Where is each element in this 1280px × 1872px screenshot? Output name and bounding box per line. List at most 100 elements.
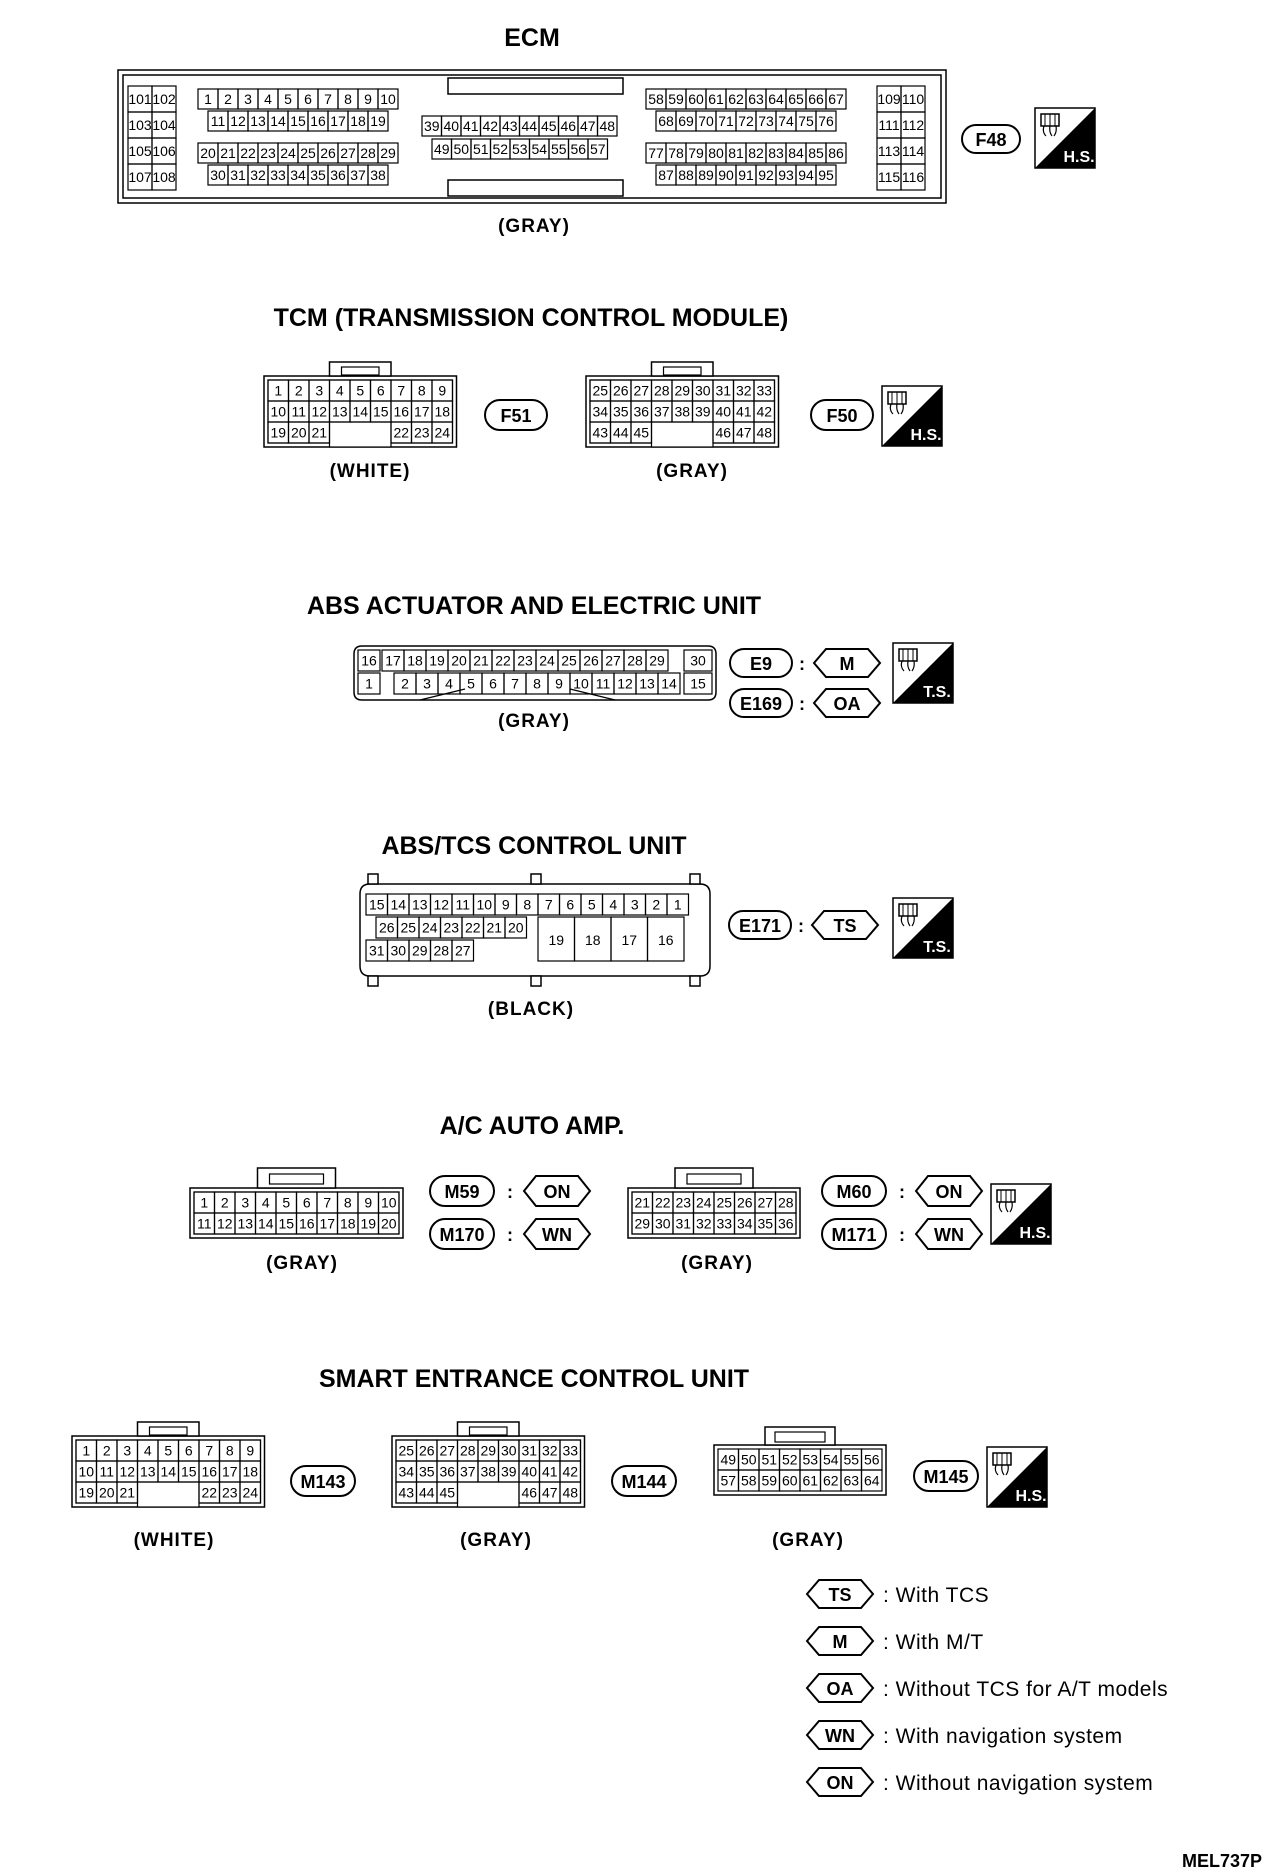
pin-number: 8	[533, 676, 541, 692]
pin-number: 19	[429, 653, 445, 669]
pin-cavity: 34	[395, 1460, 418, 1483]
pin-cavity: 19	[75, 1481, 98, 1504]
pin-number: 22	[465, 920, 481, 936]
ecm-color: (GRAY)	[498, 216, 570, 237]
pin-cavity: 26	[609, 379, 632, 402]
pin-cavity: 24	[239, 1481, 262, 1504]
pin-cavity: 30	[497, 1439, 520, 1462]
pin-number: 101	[128, 91, 152, 107]
pin-number: 18	[340, 1216, 356, 1232]
connector-code: M170	[439, 1225, 484, 1245]
pin-cavity: 34	[589, 400, 612, 423]
pin-number: 7	[324, 91, 332, 107]
pin-number: 53	[512, 141, 528, 157]
svg-text:F50: F50	[826, 406, 857, 426]
pin-number: 48	[756, 425, 772, 441]
condition-tag: WN	[934, 1225, 964, 1245]
pin-number: 27	[455, 943, 471, 959]
pin-cavity: 64	[860, 1469, 883, 1492]
pin-cavity: 115	[876, 163, 902, 191]
pin-cavity: 7	[537, 893, 561, 916]
pin-number: 8	[523, 897, 531, 913]
pin-number: 88	[678, 167, 694, 183]
pin-cavity: 107	[127, 163, 153, 191]
pin-cavity: 6	[295, 1191, 318, 1214]
pin-cavity: 30	[207, 164, 229, 186]
pin-cavity: 24	[418, 916, 442, 939]
pin-number: 20	[99, 1485, 115, 1501]
pin-number: 32	[542, 1443, 558, 1459]
pin-cavity: 13	[234, 1212, 257, 1235]
pin-cavity: 10	[267, 400, 290, 423]
pin-cavity: 49	[431, 138, 453, 160]
connector-code: E169	[740, 694, 782, 714]
pin-number: 57	[590, 141, 606, 157]
pin-number: 28	[627, 653, 643, 669]
pin-cavity: 19	[357, 1212, 380, 1235]
pin-number: 30	[501, 1443, 517, 1459]
pin-cavity: 21	[217, 142, 239, 164]
connector-code: M60	[836, 1182, 871, 1202]
pin-cavity: 68	[655, 110, 677, 132]
pin-cavity: 46	[518, 1481, 541, 1504]
pin-number: 82	[748, 145, 764, 161]
pin-number: 110	[902, 91, 925, 107]
pin-cavity: 43	[499, 115, 521, 137]
pin-number: 46	[521, 1485, 537, 1501]
pin-cavity: 33	[559, 1439, 582, 1462]
svg-text:F51: F51	[500, 406, 531, 426]
pin-number: 2	[295, 383, 303, 399]
pin-number: 62	[728, 91, 744, 107]
pin-cavity: 46	[557, 115, 579, 137]
pin-cavity: 30	[386, 939, 410, 962]
pin-cavity: 4	[328, 379, 351, 402]
pin-number: 16	[299, 1216, 315, 1232]
pin-cavity: 88	[675, 164, 697, 186]
pin-number: 14	[258, 1216, 274, 1232]
pin-cavity: 36	[436, 1460, 459, 1483]
svg-text:E171: E171	[739, 916, 781, 936]
pin-number: 85	[808, 145, 824, 161]
pin-number: 39	[501, 1464, 517, 1480]
pin-cavity: 23	[672, 1191, 695, 1214]
pin-cavity: 11	[287, 400, 310, 423]
pin-number: 65	[788, 91, 804, 107]
pin-number: 6	[566, 897, 574, 913]
pin-cavity: 12	[308, 400, 331, 423]
pin-number: 1	[674, 897, 682, 913]
pin-number: 13	[140, 1464, 156, 1480]
pin-number: 14	[661, 676, 677, 692]
pin-cavity: 51	[758, 1448, 781, 1471]
pin-cavity: 57	[717, 1469, 740, 1492]
legend-tag: TS	[828, 1585, 851, 1605]
hs-badge-icon: H.S.	[881, 385, 943, 447]
pin-number: 14	[160, 1464, 176, 1480]
ecm-title: ECM	[504, 24, 560, 52]
pin-cavity: 14	[657, 672, 681, 695]
pin-number: 29	[380, 145, 396, 161]
pin-cavity: 22	[491, 649, 515, 672]
pin-number: 47	[736, 425, 752, 441]
pin-cavity: 50	[737, 1448, 760, 1471]
pin-number: 25	[300, 145, 316, 161]
pin-number: 116	[902, 169, 925, 185]
pin-number: 17	[414, 404, 430, 420]
pin-number: 86	[828, 145, 844, 161]
smart-entrance-c1-color: (WHITE)	[134, 1530, 215, 1551]
pin-number: 36	[778, 1216, 794, 1232]
svg-text:H.S.: H.S.	[1015, 1488, 1046, 1505]
pin-cavity: 19	[367, 110, 389, 132]
pin-cavity: 47	[577, 115, 599, 137]
pin-number: 108	[152, 169, 176, 185]
pin-number: 45	[633, 425, 649, 441]
pin-cavity: 38	[477, 1460, 500, 1483]
pin-number: 11	[197, 1216, 212, 1232]
pin-number: 58	[648, 91, 664, 107]
pin-number: 36	[330, 167, 346, 183]
